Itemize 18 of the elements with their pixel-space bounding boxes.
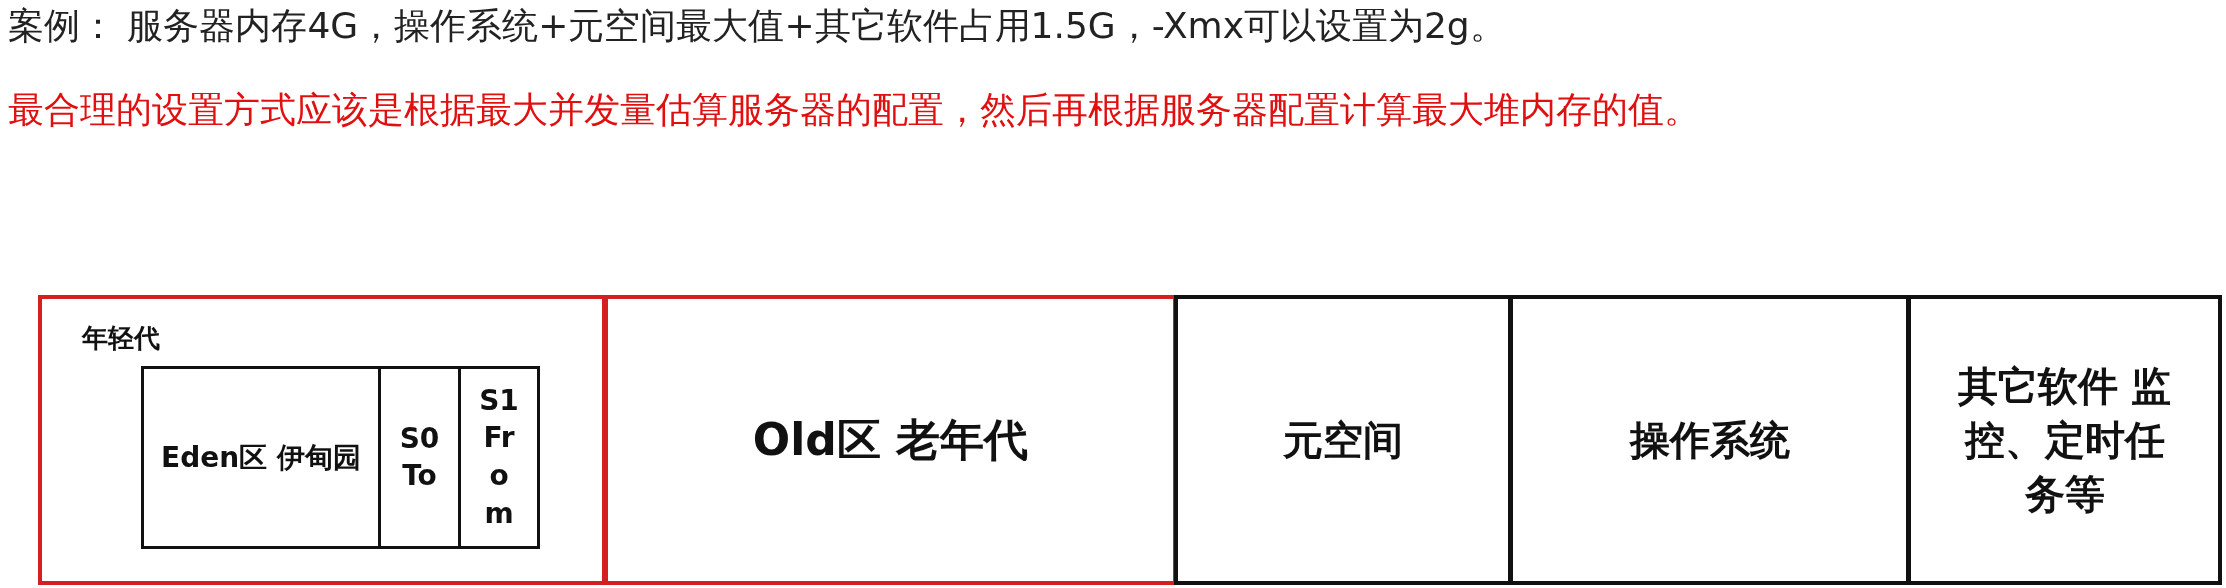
- box-label: S0 To: [398, 420, 441, 495]
- region-box: [378, 366, 461, 549]
- box-label: Old区 老年代: [751, 413, 1030, 468]
- region-box: [1174, 295, 1512, 585]
- region-box: [458, 366, 540, 549]
- region-box: [604, 295, 1177, 585]
- box-label: 元空间: [1282, 416, 1404, 465]
- box-label: 其它软件 监控、定时任务等: [1956, 362, 2173, 519]
- box-label: 年轻代: [82, 322, 160, 355]
- box-label: S1 From: [479, 382, 519, 533]
- note-text: 案例： 服务器内存4G，操作系统+元空间最大值+其它软件占用1.5G，-Xmx可以设置为2g。: [8, 4, 1506, 48]
- region-box: [1907, 295, 2222, 585]
- region-box: [1509, 295, 1910, 585]
- note-text: 最合理的设置方式应该是根据最大并发量估算服务器的配置，然后再根据服务器配置计算最大堆内存的值。: [8, 88, 1700, 132]
- region-box: [38, 295, 606, 585]
- region-box: [141, 366, 381, 549]
- box-label: 操作系统: [1628, 416, 1791, 465]
- box-label: Eden区 伊甸园: [161, 439, 361, 476]
